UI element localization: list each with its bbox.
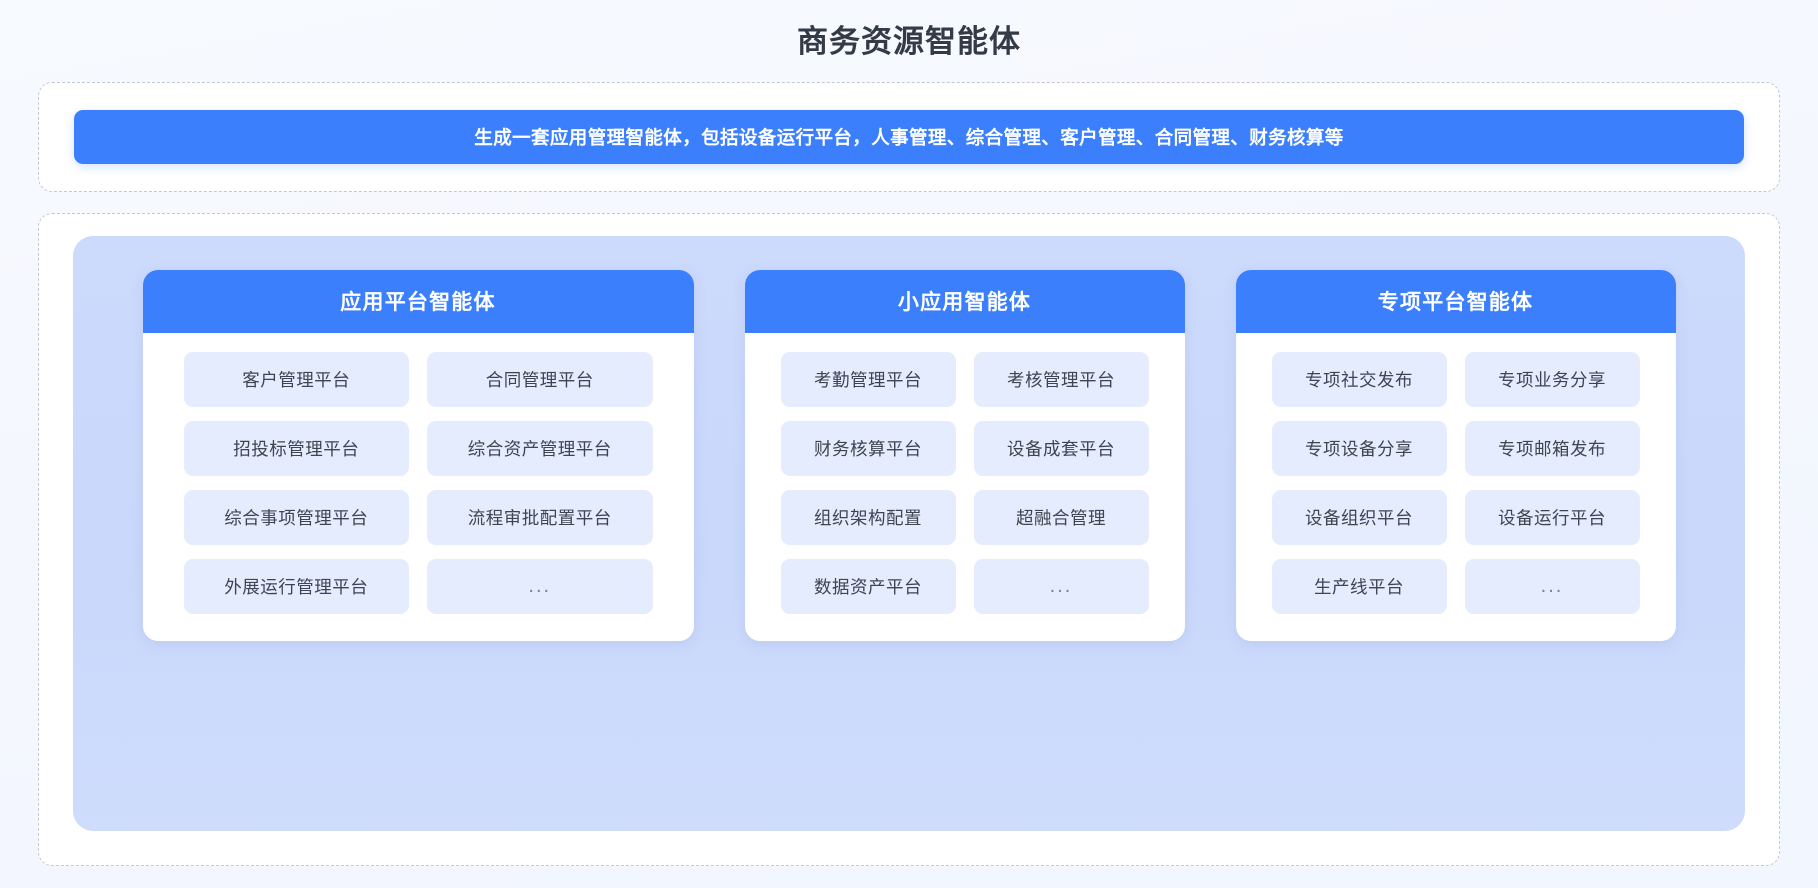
agent-groups-panel: 应用平台智能体客户管理平台合同管理平台招投标管理平台综合资产管理平台综合事项管理… xyxy=(73,236,1745,831)
page-title: 商务资源智能体 xyxy=(797,24,1021,59)
platform-item-pill[interactable]: 综合资产管理平台 xyxy=(427,421,653,477)
platform-item-pill[interactable]: 客户管理平台 xyxy=(183,352,409,408)
agent-group-card: 小应用智能体考勤管理平台考核管理平台财务核算平台设备成套平台组织架构配置超融合管… xyxy=(744,270,1185,642)
platform-item-pill[interactable]: 专项邮箱发布 xyxy=(1464,421,1640,477)
result-section: 应用平台智能体客户管理平台合同管理平台招投标管理平台综合资产管理平台综合事项管理… xyxy=(38,213,1780,866)
agent-group-card: 专项平台智能体专项社交发布专项业务分享专项设备分享专项邮箱发布设备组织平台设备运… xyxy=(1235,270,1676,642)
agent-group-items: 客户管理平台合同管理平台招投标管理平台综合资产管理平台综合事项管理平台流程审批配… xyxy=(143,333,694,641)
platform-item-pill[interactable]: 设备成套平台 xyxy=(973,421,1149,477)
more-items-pill[interactable]: ... xyxy=(973,559,1149,615)
platform-item-pill[interactable]: 外展运行管理平台 xyxy=(183,559,409,615)
platform-item-pill[interactable]: 超融合管理 xyxy=(973,490,1149,546)
platform-item-pill[interactable]: 考勤管理平台 xyxy=(780,352,956,408)
prompt-banner: 生成一套应用管理智能体，包括设备运行平台，人事管理、综合管理、客户管理、合同管理… xyxy=(74,110,1744,165)
platform-item-pill[interactable]: 合同管理平台 xyxy=(427,352,653,408)
platform-item-pill[interactable]: 专项设备分享 xyxy=(1271,421,1447,477)
platform-item-pill[interactable]: 财务核算平台 xyxy=(780,421,956,477)
agent-group-items: 考勤管理平台考核管理平台财务核算平台设备成套平台组织架构配置超融合管理数据资产平… xyxy=(745,333,1185,641)
platform-item-pill[interactable]: 设备运行平台 xyxy=(1464,490,1640,546)
platform-item-pill[interactable]: 专项社交发布 xyxy=(1271,352,1447,408)
platform-item-pill[interactable]: 组织架构配置 xyxy=(780,490,956,546)
agent-group-card: 应用平台智能体客户管理平台合同管理平台招投标管理平台综合资产管理平台综合事项管理… xyxy=(142,270,694,642)
agent-group-items: 专项社交发布专项业务分享专项设备分享专项邮箱发布设备组织平台设备运行平台生产线平… xyxy=(1236,333,1676,641)
platform-item-pill[interactable]: 设备组织平台 xyxy=(1271,490,1447,546)
platform-item-pill[interactable]: 招投标管理平台 xyxy=(183,421,409,477)
platform-item-pill[interactable]: 综合事项管理平台 xyxy=(183,490,409,546)
agent-group-title: 应用平台智能体 xyxy=(142,270,694,334)
more-items-pill[interactable]: ... xyxy=(427,559,653,615)
platform-item-pill[interactable]: 流程审批配置平台 xyxy=(427,490,653,546)
prompt-section: 生成一套应用管理智能体，包括设备运行平台，人事管理、综合管理、客户管理、合同管理… xyxy=(38,82,1780,193)
agent-group-title: 小应用智能体 xyxy=(744,270,1185,334)
platform-item-pill[interactable]: 数据资产平台 xyxy=(780,559,956,615)
more-items-pill[interactable]: ... xyxy=(1464,559,1640,615)
agent-group-title: 专项平台智能体 xyxy=(1235,270,1676,334)
platform-item-pill[interactable]: 专项业务分享 xyxy=(1464,352,1640,408)
platform-item-pill[interactable]: 考核管理平台 xyxy=(973,352,1149,408)
platform-item-pill[interactable]: 生产线平台 xyxy=(1271,559,1447,615)
